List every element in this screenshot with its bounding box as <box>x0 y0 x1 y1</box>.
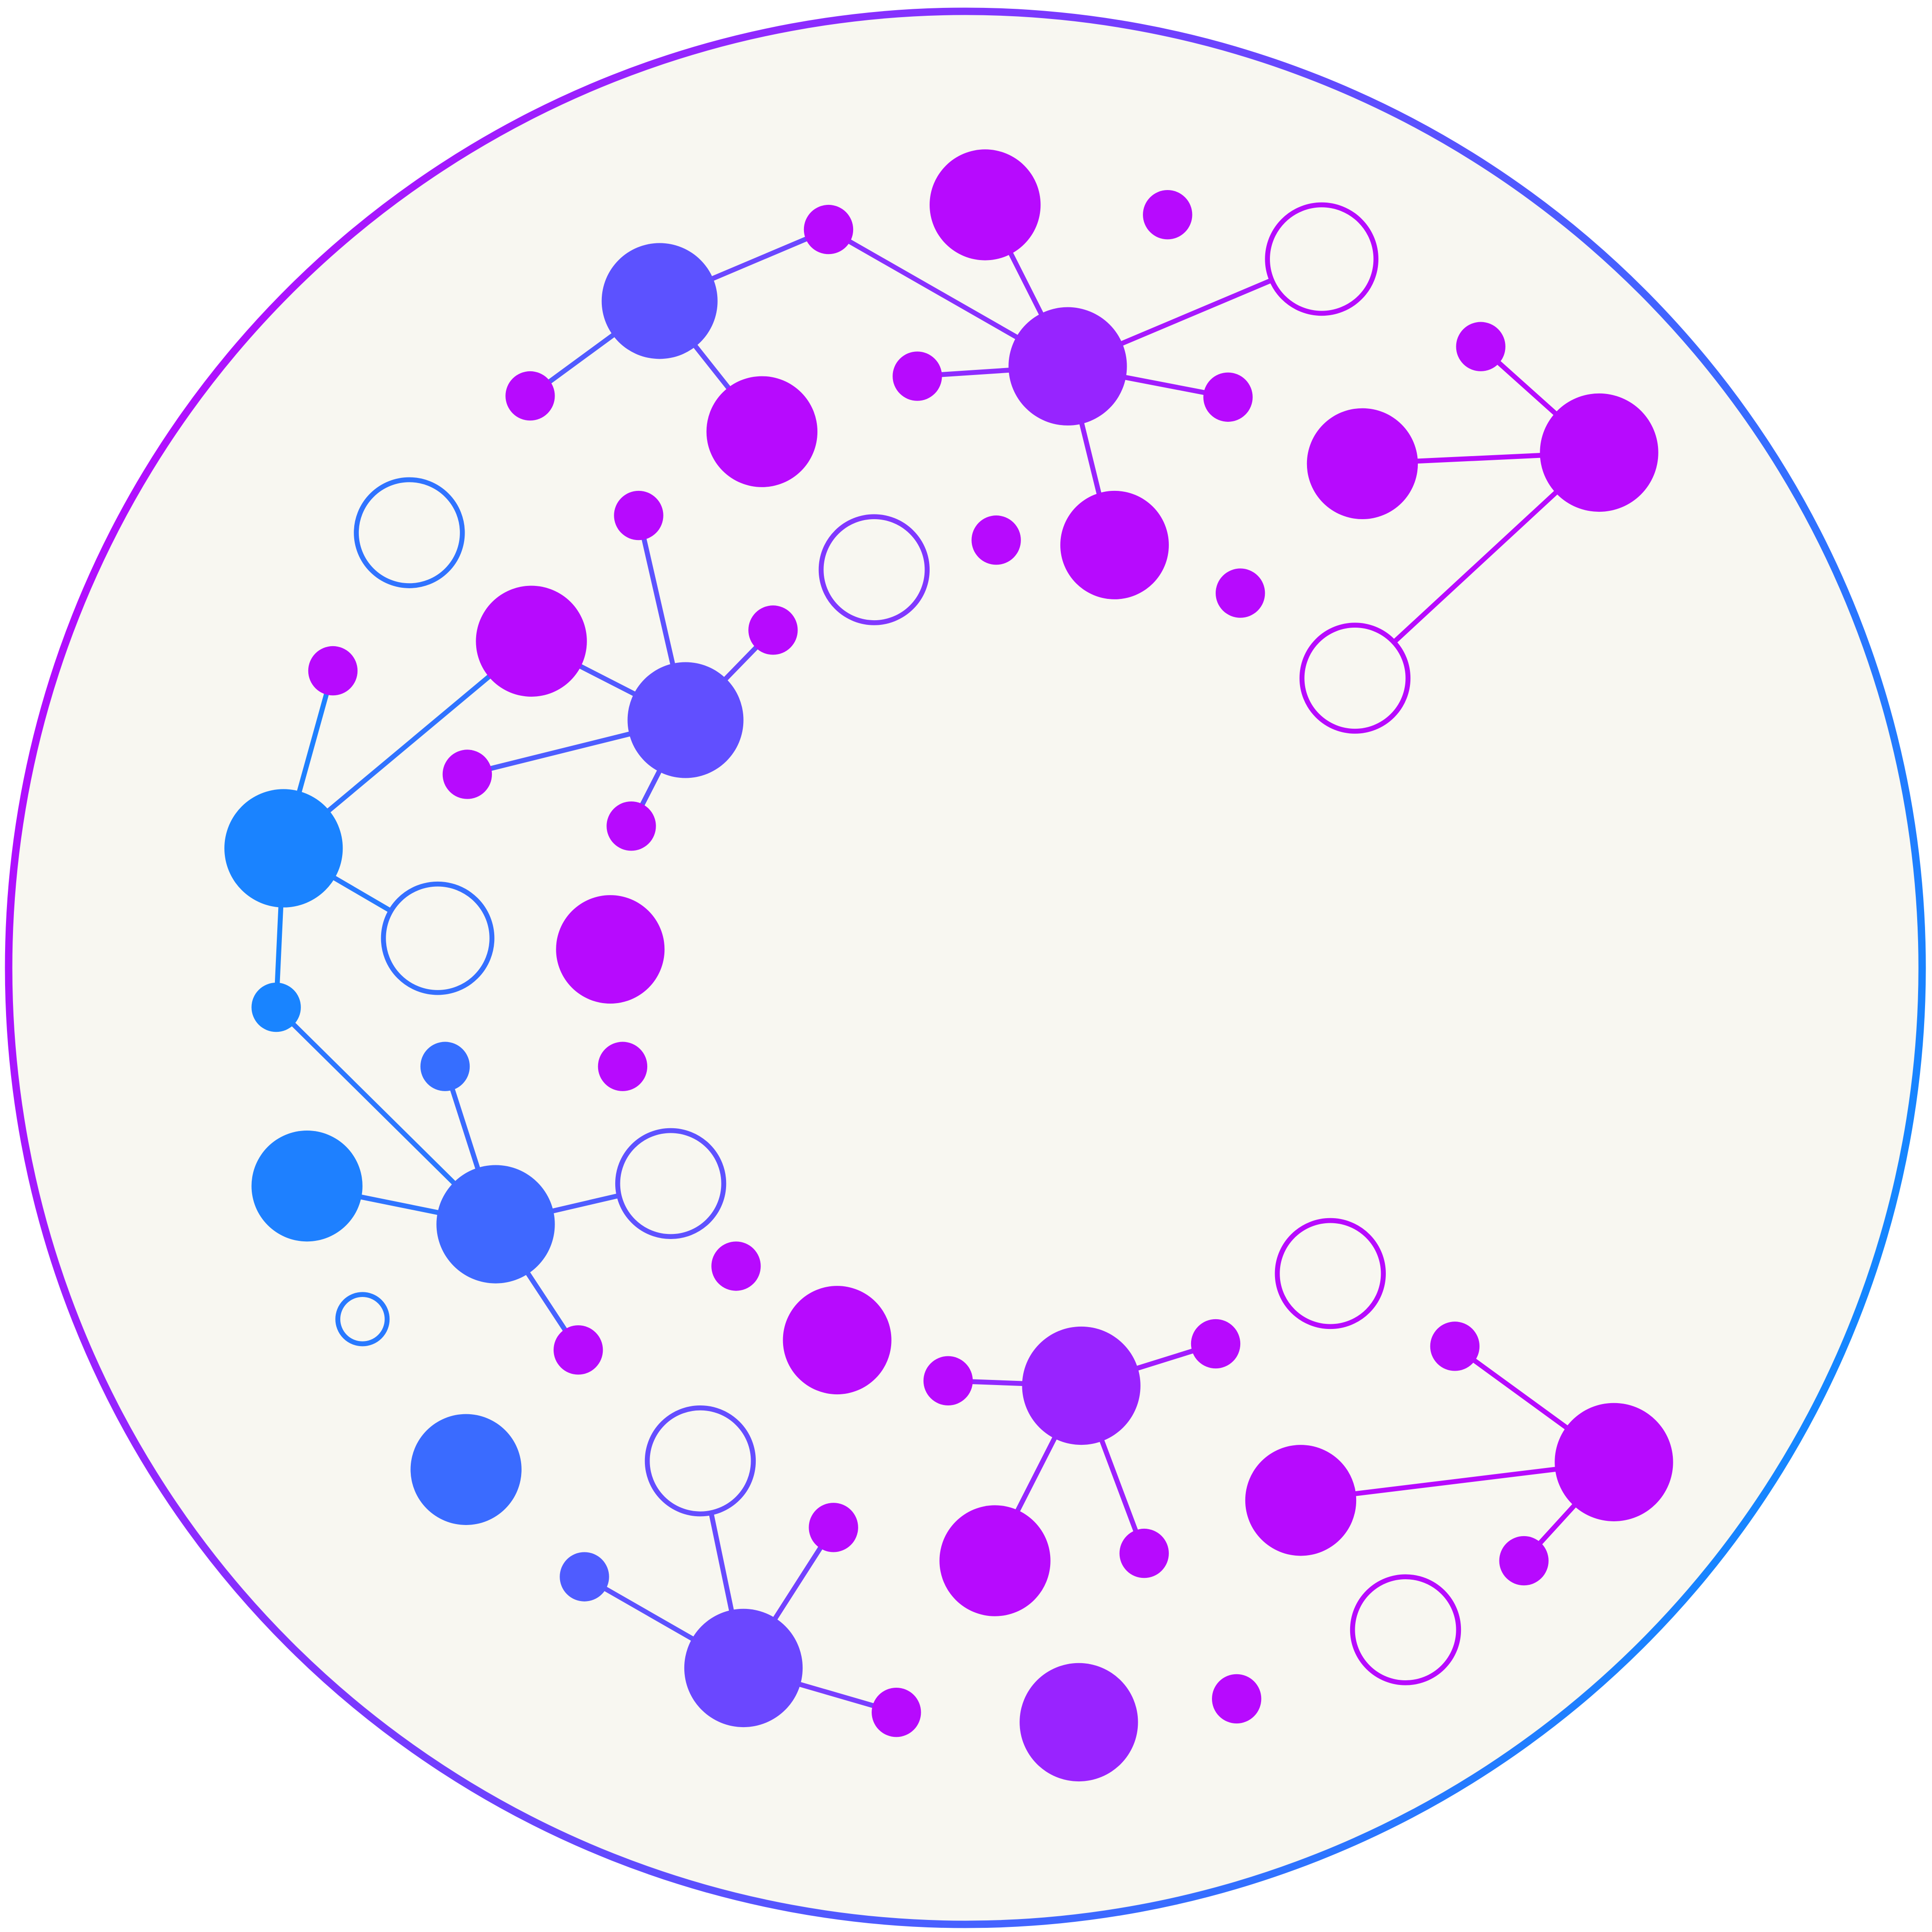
small-atom-node <box>598 1042 648 1091</box>
hollow-atom-node <box>381 881 495 995</box>
small-atom-node <box>1143 190 1192 240</box>
small-atom-node <box>308 646 358 696</box>
large-atom-node <box>1008 307 1127 426</box>
small-atom-node <box>560 1552 609 1602</box>
large-atom-node <box>1020 1663 1138 1782</box>
small-atom-node <box>505 371 555 421</box>
small-atom-node <box>748 605 798 655</box>
hollow-atom-node <box>1265 202 1379 316</box>
hollow-atom-node <box>818 514 930 625</box>
hollow-atom-node <box>615 1128 727 1239</box>
hollow-atom-node <box>644 1405 756 1517</box>
small-atom-node <box>872 1687 921 1737</box>
hollow-atom-node <box>354 477 465 588</box>
small-atom-node <box>1212 1674 1262 1724</box>
large-atom-node <box>939 1505 1051 1616</box>
small-atom-node <box>553 1325 603 1375</box>
large-atom-node <box>684 1608 803 1728</box>
small-atom-node <box>420 1042 470 1091</box>
small-atom-node <box>1215 568 1265 618</box>
large-atom-node <box>1555 1403 1673 1521</box>
small-atom-node <box>803 204 854 254</box>
large-atom-node <box>1060 490 1169 599</box>
atom-nodes <box>224 149 1673 1782</box>
small-atom-node <box>711 1241 761 1291</box>
small-atom-node <box>923 1356 973 1406</box>
small-atom-node <box>1191 1319 1241 1369</box>
small-atom-node <box>893 351 942 401</box>
small-atom-node <box>614 490 663 540</box>
hollow-atom-node <box>1299 623 1411 734</box>
large-atom-node <box>783 1286 892 1395</box>
large-atom-node <box>930 149 1041 261</box>
large-atom-node <box>1540 393 1658 512</box>
hollow-atom-node <box>1350 1574 1461 1685</box>
small-atom-node <box>606 801 656 851</box>
small-atom-node <box>251 982 301 1032</box>
hollow-atom-node <box>1275 1218 1386 1329</box>
small-atom-node <box>1456 322 1505 371</box>
small-atom-node <box>442 750 492 799</box>
hollow-atom-node <box>335 1292 390 1347</box>
small-atom-node <box>1203 372 1253 422</box>
large-atom-node <box>436 1165 555 1284</box>
large-atom-node <box>1022 1326 1141 1445</box>
outer-ring <box>5 7 1926 1928</box>
small-atom-node <box>1119 1528 1169 1578</box>
small-atom-node <box>1499 1536 1549 1586</box>
small-atom-node <box>809 1503 858 1552</box>
large-atom-node <box>476 585 587 697</box>
large-atom-node <box>706 376 818 487</box>
large-atom-node <box>251 1131 363 1242</box>
large-atom-node <box>1245 1445 1357 1556</box>
large-atom-node <box>1307 408 1418 520</box>
large-atom-node <box>410 1414 522 1525</box>
small-atom-node <box>971 515 1021 565</box>
large-atom-node <box>224 789 343 908</box>
large-atom-node <box>601 243 718 359</box>
large-atom-node <box>556 895 665 1004</box>
large-atom-node <box>627 662 744 778</box>
small-atom-node <box>1430 1322 1480 1371</box>
